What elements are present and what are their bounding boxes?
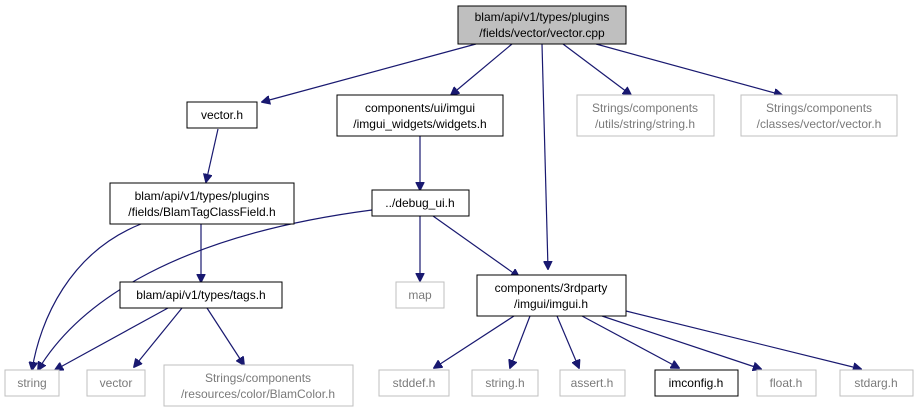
edge-imgui-h-to-stddef-h [434,315,515,368]
node-vector-label: vector [100,376,133,390]
node-blamcolor-h-line2: /resources/color/BlamColor.h [181,387,335,401]
node-imgui-h-line2: /imgui/imgui.h [514,297,588,311]
node-widgets-h-line1: components/ui/imgui [365,101,475,115]
edge-vector-h-to-blamtag-h [206,128,219,182]
node-imconfig-h[interactable]: imconfig.h [654,369,739,397]
node-string-h-label: string.h [485,376,524,390]
node-blamtag-h-line2: /fields/BlamTagClassField.h [128,205,275,219]
node-map-label: map [408,288,432,302]
edge-debug-ui-h-to-imgui-h [432,215,519,277]
node-debug-ui-h-label: ../debug_ui.h [385,196,454,210]
node-vector-h[interactable]: vector.h [186,101,258,129]
node-blamcolor-h[interactable]: Strings/components /resources/color/Blam… [163,364,354,407]
node-vector-h-comp-line2: /classes/vector/vector.h [757,117,882,131]
node-stddef-h[interactable]: stddef.h [378,369,450,397]
edge-imgui-h-to-float-h [601,315,761,369]
edge-imgui-h-to-assert-h [556,315,579,368]
node-string-label: string [17,376,46,390]
node-root-line1: blam/api/v1/types/plugins [475,10,610,24]
node-vector-h-label: vector.h [201,108,243,122]
node-blamtag-h-line1: blam/api/v1/types/plugins [135,189,270,203]
node-vector[interactable]: vector [86,369,146,397]
edge-root-to-string-h-comp [562,43,631,95]
node-string-h[interactable]: string.h [471,369,539,397]
node-string-h-comp-line1: Strings/components [592,101,698,115]
node-blamtag-h[interactable]: blam/api/v1/types/plugins /fields/BlamTa… [109,182,295,225]
edge-root-to-vector-h-comp [595,43,782,95]
node-stdarg-h-label: stdarg.h [854,376,897,390]
edge-tags-h-to-vector [134,307,183,367]
node-vector-h-comp-line1: Strings/components [766,101,872,115]
edge-root-to-imgui-h [541,43,548,269]
edge-tags-h-to-blamcolor-h [206,307,244,365]
edge-debug-ui-h-to-string [38,209,373,370]
node-stdarg-h[interactable]: stdarg.h [839,369,914,397]
node-root[interactable]: blam/api/v1/types/plugins /fields/vector… [457,5,627,45]
node-vector-h-comp[interactable]: Strings/components /classes/vector/vecto… [740,94,898,137]
node-map[interactable]: map [395,281,445,309]
edge-blamtag-h-to-string [32,223,142,370]
node-imgui-h[interactable]: components/3rdparty /imgui/imgui.h [476,274,627,317]
node-string[interactable]: string [4,369,60,397]
node-widgets-h[interactable]: components/ui/imgui /imgui_widgets/widge… [336,94,504,137]
edge-imgui-h-to-stdarg-h [625,310,861,369]
node-tags-h[interactable]: blam/api/v1/types/tags.h [119,281,283,309]
node-imconfig-h-label: imconfig.h [669,376,724,390]
node-imgui-h-line1: components/3rdparty [495,281,608,295]
node-string-h-comp[interactable]: Strings/components /utils/string/string.… [576,94,715,137]
edge-root-to-widgets-h [451,43,513,95]
node-string-h-comp-line2: /utils/string/string.h [595,117,695,131]
node-tags-h-label: blam/api/v1/types/tags.h [136,288,265,302]
node-assert-h[interactable]: assert.h [559,369,626,397]
node-widgets-h-line2: /imgui_widgets/widgets.h [353,117,486,131]
edge-imgui-h-to-string-h [510,315,531,368]
edge-root-to-vector-h [262,43,477,102]
edges [32,43,861,370]
node-blamcolor-h-line1: Strings/components [205,371,311,385]
node-assert-h-label: assert.h [571,376,614,390]
node-debug-ui-h[interactable]: ../debug_ui.h [371,189,470,217]
node-stddef-h-label: stddef.h [393,376,436,390]
node-float-h-label: float.h [770,376,803,390]
edge-tags-h-to-string [55,307,169,370]
node-float-h[interactable]: float.h [756,369,817,397]
edge-imgui-h-to-imconfig-h [581,315,679,368]
node-root-line2: /fields/vector/vector.cpp [479,26,605,40]
